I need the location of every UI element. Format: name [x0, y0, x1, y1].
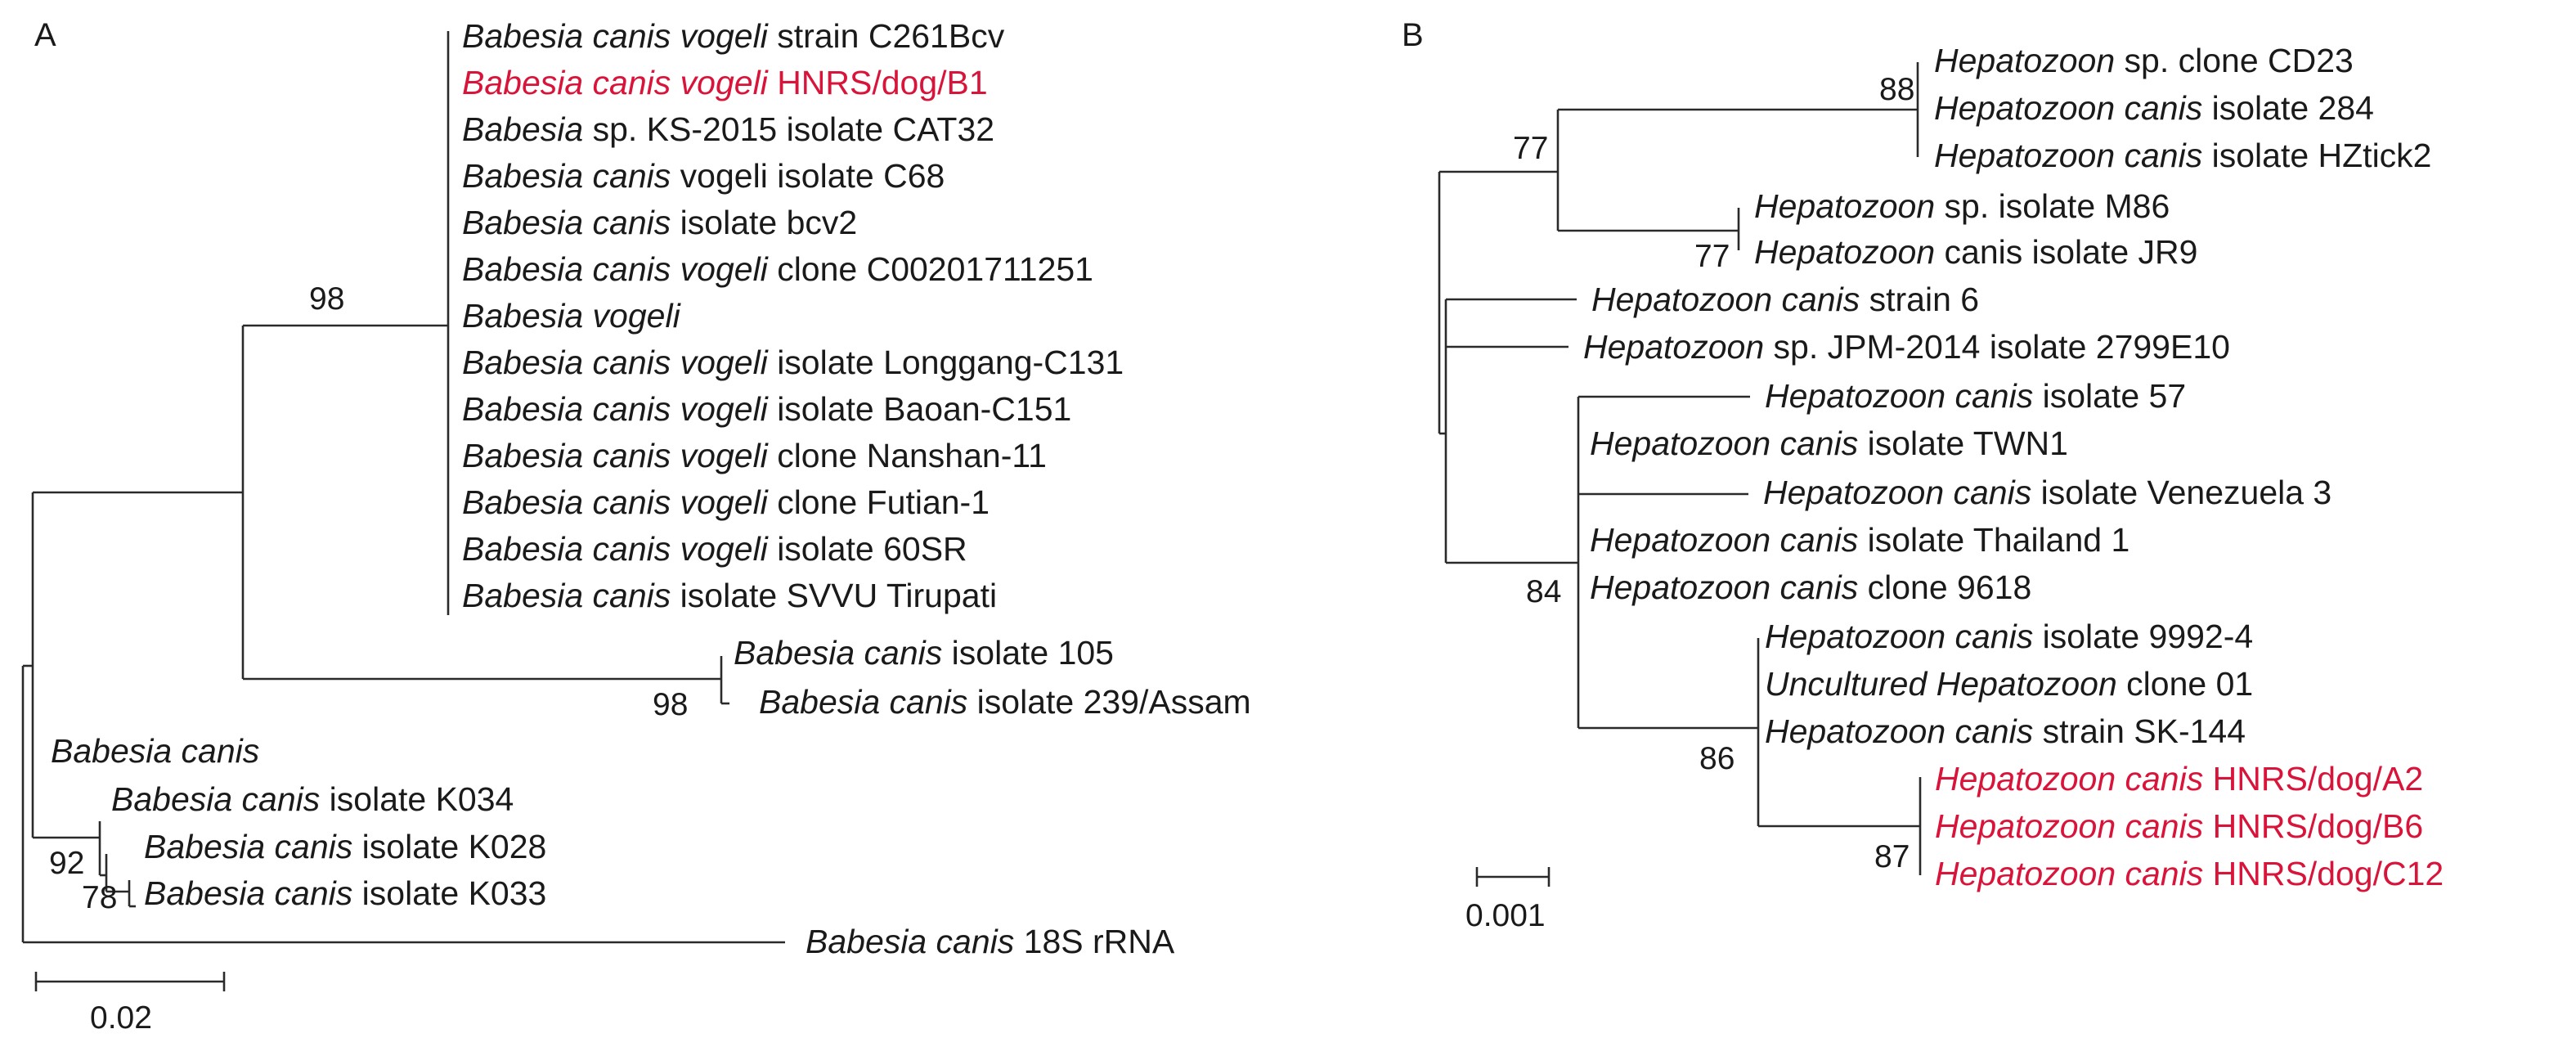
leaf-label: Hepatozoon canis isolate 57 — [1765, 377, 2186, 415]
leaf-label: Babesia canis isolate K034 — [111, 780, 514, 818]
bootstrap-value: 88 — [1879, 72, 1914, 107]
bootstrap-value: 77 — [1694, 239, 1730, 274]
leaf-label: Hepatozoon sp. isolate M86 — [1754, 187, 2170, 225]
leaf-label: Hepatozoon canis isolate HZtick2 — [1934, 137, 2432, 174]
panel-b-scale-bar: 0.001 — [1465, 867, 1551, 933]
scale-bar-label: 0.02 — [90, 1000, 152, 1036]
leaf-label: Babesia vogeli — [462, 297, 682, 335]
leaf-label: Hepatozoon canis isolate 284 — [1934, 89, 2374, 127]
leaf-label: Babesia canis isolate bcv2 — [462, 204, 857, 241]
leaf-label: Babesia canis vogeli strain C261Bcv — [462, 17, 1005, 55]
leaf-label: Babesia canis isolate 105 — [734, 634, 1114, 672]
bootstrap-value: 78 — [82, 880, 117, 915]
leaf-label: Hepatozoon sp. JPM-2014 isolate 2799E10 — [1583, 328, 2230, 366]
leaf-label: Babesia canis vogeli isolate C68 — [462, 157, 945, 195]
panel-b-branches — [1438, 62, 1922, 875]
leaf-label: Hepatozoon canis isolate Venezuela 3 — [1763, 474, 2331, 511]
leaf-label: Babesia canis — [51, 732, 259, 770]
leaf-label: Babesia sp. KS-2015 isolate CAT32 — [462, 110, 994, 148]
leaf-label: Babesia canis 18S rRNA — [806, 923, 1175, 960]
leaf-label: Babesia canis vogeli isolate Longgang-C1… — [462, 344, 1124, 381]
leaf-label: Hepatozoon canis isolate 9992-4 — [1765, 618, 2253, 655]
leaf-label: Hepatozoon sp. clone CD23 — [1934, 42, 2354, 79]
panel-a-bootstraps: 98 98 92 78 — [49, 281, 688, 915]
leaf-label-highlighted: Babesia canis vogeli HNRS/dog/B1 — [462, 64, 988, 101]
leaf-label: Hepatozoon canis strain 6 — [1591, 281, 1979, 318]
bootstrap-value: 98 — [653, 687, 688, 722]
panel-a-leaves: Babesia canis vogeli strain C261Bcv Babe… — [51, 17, 1251, 960]
leaf-label: Hepatozoon canis isolate TWN1 — [1590, 425, 2068, 462]
leaf-label-highlighted: Hepatozoon canis HNRS/dog/A2 — [1935, 760, 2423, 798]
panel-b-leaves: Hepatozoon sp. clone CD23 Hepatozoon can… — [1583, 42, 2444, 892]
panel-b-bootstraps: 88 77 77 84 86 87 — [1513, 72, 1914, 874]
panel-a: A — [21, 17, 1251, 1036]
bootstrap-value: 87 — [1874, 839, 1910, 874]
bootstrap-value: 86 — [1699, 741, 1735, 776]
leaf-label: Hepatozoon canis strain SK-144 — [1765, 712, 2246, 750]
leaf-label: Babesia canis isolate 239/Assam — [759, 683, 1251, 721]
panel-a-branches — [21, 31, 785, 944]
leaf-label-highlighted: Hepatozoon canis HNRS/dog/B6 — [1935, 807, 2423, 845]
leaf-label-highlighted: Hepatozoon canis HNRS/dog/C12 — [1935, 855, 2444, 892]
leaf-label: Hepatozoon canis isolate JR9 — [1754, 233, 2197, 271]
leaf-label: Babesia canis vogeli clone Nanshan-11 — [462, 437, 1047, 474]
panel-b: B Hepatoz — [1402, 17, 2444, 933]
panel-b-label: B — [1402, 17, 1424, 53]
panel-a-label: A — [34, 17, 56, 53]
scale-bar-label: 0.001 — [1465, 898, 1546, 933]
leaf-label: Hepatozoon canis isolate Thailand 1 — [1590, 521, 2129, 559]
leaf-label: Babesia canis isolate SVVU Tirupati — [462, 577, 997, 614]
bootstrap-value: 92 — [49, 846, 84, 881]
panel-a-scale-bar: 0.02 — [34, 972, 226, 1036]
leaf-label: Uncultured Hepatozoon clone 01 — [1765, 665, 2253, 703]
bootstrap-value: 98 — [309, 281, 344, 317]
leaf-label: Babesia canis vogeli isolate 60SR — [462, 530, 967, 568]
leaf-label: Babesia canis vogeli clone Futian-1 — [462, 483, 990, 521]
bootstrap-value: 77 — [1513, 131, 1548, 166]
leaf-label: Babesia canis vogeli isolate Baoan-C151 — [462, 390, 1071, 428]
bootstrap-value: 84 — [1526, 574, 1561, 609]
leaf-label: Babesia canis isolate K033 — [144, 874, 546, 912]
leaf-label: Babesia canis vogeli clone C00201711251 — [462, 250, 1093, 288]
leaf-label: Hepatozoon canis clone 9618 — [1590, 568, 2031, 606]
leaf-label: Babesia canis isolate K028 — [144, 828, 546, 865]
